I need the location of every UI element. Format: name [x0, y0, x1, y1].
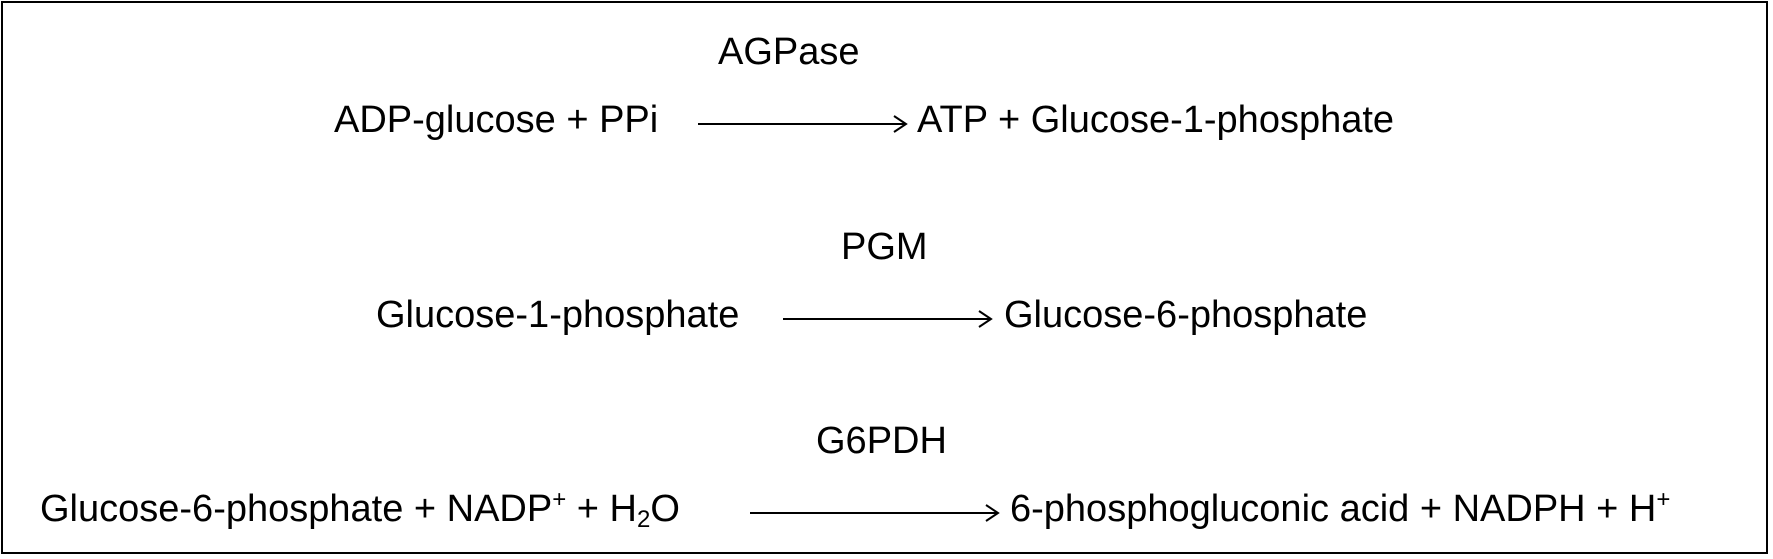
reaction-3-products: 6-phosphogluconic acid + NADPH + H+	[1010, 486, 1670, 532]
reaction-2-substrate: Glucose-1-phosphate	[376, 294, 740, 336]
reaction-1-products: ATP + Glucose-1-phosphate	[917, 99, 1395, 141]
reaction-3-arrow	[750, 502, 1000, 524]
reaction-2-arrow	[783, 308, 993, 330]
water-subscript: 2	[637, 506, 651, 533]
reaction-1-arrow	[698, 113, 908, 135]
enzyme-label-g6pdh: G6PDH	[816, 420, 947, 462]
reaction-3-products-text: 6-phosphogluconic acid + NADPH + H	[1010, 488, 1657, 530]
nadp-charge: +	[552, 486, 567, 513]
proton-charge: +	[1656, 486, 1671, 513]
reaction-1-substrates: ADP-glucose + PPi	[334, 99, 659, 141]
reaction-3-substrates: Glucose-6-phosphate + NADP+ + H2O	[40, 486, 680, 532]
enzyme-label-agpase: AGPase	[718, 31, 860, 73]
reaction-2-product: Glucose-6-phosphate	[1004, 294, 1368, 336]
reaction-3-substrates-text-c: O	[650, 488, 680, 530]
enzyme-label-pgm: PGM	[841, 226, 928, 268]
reaction-3-substrates-text-b: + H	[566, 488, 637, 530]
reaction-3-substrates-text-a: Glucose-6-phosphate + NADP	[40, 488, 553, 530]
